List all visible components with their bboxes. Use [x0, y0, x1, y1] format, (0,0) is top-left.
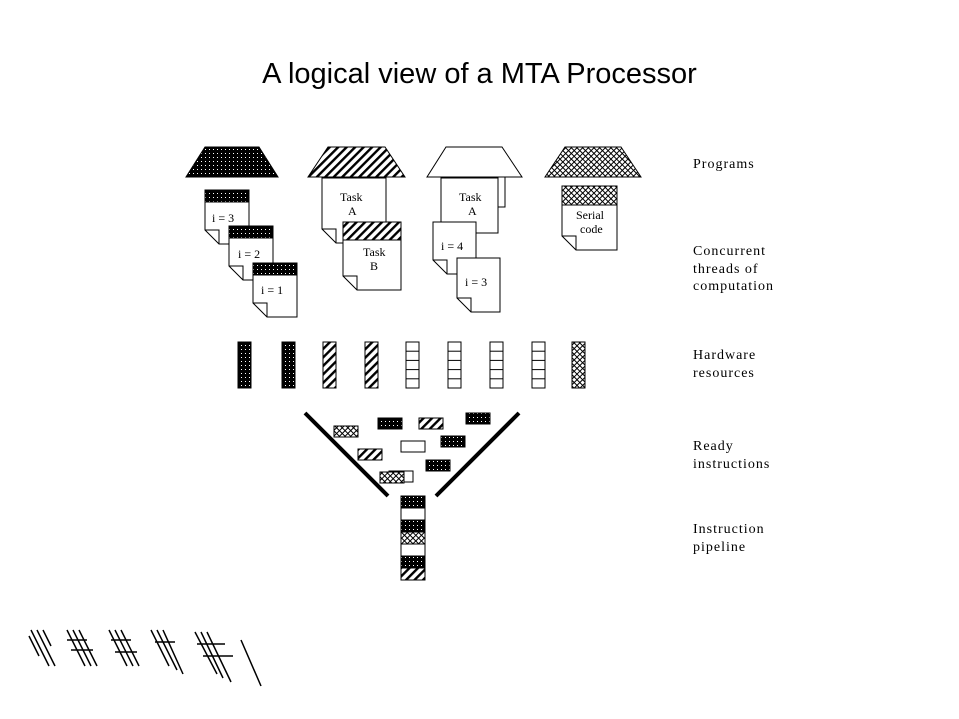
ready-instruction	[379, 471, 405, 484]
thread-label-i3-right: i = 3	[465, 275, 487, 289]
label-programs: Programs	[693, 157, 755, 172]
program-4-cross	[544, 146, 642, 178]
ready-instruction	[377, 417, 403, 430]
pipeline-stage	[400, 543, 426, 557]
pipeline-stage	[400, 495, 426, 509]
program-1-dots	[185, 146, 279, 178]
hardware-resources	[237, 341, 586, 389]
pipeline-stage	[400, 567, 426, 581]
thread-label-i1: i = 1	[261, 283, 283, 297]
label-concurrent-threads: Concurrent threads of computation	[693, 244, 774, 294]
hardware-slot	[322, 341, 337, 389]
hardware-slot	[237, 341, 252, 389]
pipeline-stage	[400, 555, 426, 569]
thread-label-i2: i = 2	[238, 247, 260, 261]
task-a-col2-line1: Task	[340, 190, 363, 204]
task-b-line1: Task	[363, 245, 386, 259]
funnel-left-edge	[303, 411, 390, 498]
thread-card-i3: i = 3	[204, 189, 250, 245]
pipeline-stage	[400, 507, 426, 521]
label-instruction-pipeline: Instruction pipeline	[693, 522, 765, 555]
slide-title: A logical view of a MTA Processor	[262, 58, 697, 90]
thread-card-task-b: Task B	[342, 221, 402, 291]
task-a-col3-line2: A	[468, 204, 477, 218]
thread-label-i4: i = 4	[441, 239, 463, 253]
task-a-col2-line2: A	[348, 204, 357, 218]
hardware-slot	[405, 341, 420, 389]
ready-instruction	[400, 440, 426, 453]
thread-card-serial-code: Serial code	[561, 185, 618, 251]
hardware-slot	[447, 341, 462, 389]
label-ready-instructions: Ready instructions	[693, 439, 771, 472]
ready-instruction	[465, 412, 491, 425]
ready-instruction	[440, 435, 466, 448]
serial-code-line2: code	[580, 222, 603, 236]
thread-card-i1: i = 1	[252, 262, 298, 318]
thread-card-i3-right: i = 3	[456, 257, 501, 313]
label-hardware-resources: Hardware resources	[693, 348, 757, 381]
pipeline-stage	[400, 531, 426, 545]
funnel-right-edge	[434, 411, 521, 498]
hardware-slot	[281, 341, 296, 389]
serial-code-line1: Serial	[576, 208, 605, 222]
task-b-line2: B	[370, 259, 378, 273]
ready-instruction	[418, 417, 444, 430]
hardware-slot	[531, 341, 546, 389]
ready-instruction	[333, 425, 359, 438]
instruction-pipeline	[400, 495, 426, 581]
hardware-slot	[364, 341, 379, 389]
hardware-slot	[571, 341, 586, 389]
thread-card-task-a-col2: Task A	[321, 177, 387, 244]
ready-instructions	[333, 412, 491, 484]
ready-instruction	[425, 459, 451, 472]
pipeline-stage	[400, 519, 426, 533]
thread-card-i4: i = 4	[432, 221, 477, 275]
ready-instruction	[357, 448, 383, 461]
task-a-col3-line1: Task	[459, 190, 482, 204]
cray-logo	[28, 629, 262, 687]
thread-label-i3: i = 3	[212, 211, 234, 225]
hardware-slot	[489, 341, 504, 389]
